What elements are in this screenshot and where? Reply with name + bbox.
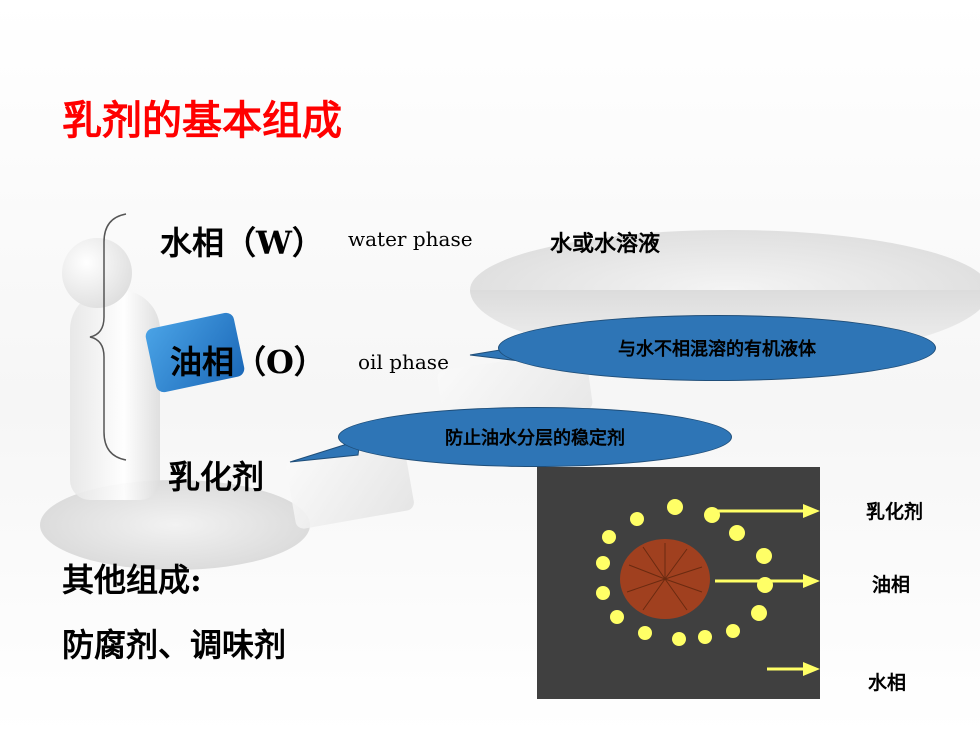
water-phase-label: 水相（W） xyxy=(160,224,324,262)
other-components-items: 防腐剂、调味剂 xyxy=(62,626,287,664)
oil-phase-english: oil phase xyxy=(358,350,449,374)
emulsion-diagram-svg xyxy=(596,499,820,676)
arrow-emulsifier-icon xyxy=(715,504,820,518)
page-title: 乳剂的基本组成 xyxy=(62,97,342,144)
other-components-label: 其他组成: xyxy=(62,561,202,599)
arrow-oil-icon xyxy=(715,574,820,588)
arrow-water-icon xyxy=(767,662,820,676)
diagram-label-emulsifier: 乳化剂 xyxy=(866,501,924,523)
figure-head-illustration xyxy=(62,238,132,308)
diagram-label-oil: 油相 xyxy=(872,574,911,596)
droplet-texture xyxy=(626,543,703,611)
emulsion-diagram xyxy=(537,467,820,699)
diagram-label-water: 水相 xyxy=(868,672,907,694)
brace-icon xyxy=(89,213,127,461)
emulsifier-dots xyxy=(596,499,773,646)
figure-body-illustration xyxy=(70,290,160,500)
emulsifier-callout: 防止油水分层的稳定剂 xyxy=(338,407,732,467)
water-phase-english: water phase xyxy=(348,227,473,251)
oil-phase-label: 油相（O） xyxy=(170,343,326,381)
oil-phase-callout: 与水不相混溶的有机液体 xyxy=(498,315,936,381)
water-phase-description: 水或水溶液 xyxy=(550,231,661,257)
emulsifier-label: 乳化剂 xyxy=(168,458,265,496)
emulsifier-callout-text: 防止油水分层的稳定剂 xyxy=(445,428,625,449)
oil-phase-callout-text: 与水不相混溶的有机液体 xyxy=(618,339,816,360)
